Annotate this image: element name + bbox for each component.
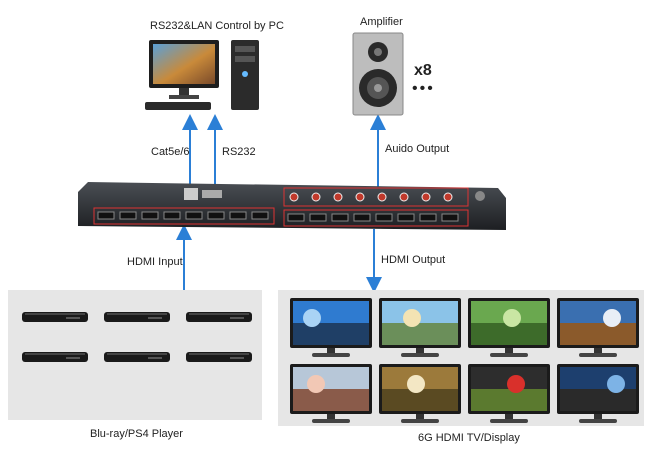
hdmi-output-port-icon (419, 213, 437, 222)
audio-port-icon (333, 192, 343, 202)
tv-display-icon (557, 364, 639, 424)
hdmi-input-label: HDMI Input (127, 256, 183, 268)
bluray-player-icon (104, 350, 170, 364)
tv-display-icon (468, 364, 550, 424)
tv-display-icon (557, 298, 639, 358)
hdmi-input-port-icon (207, 211, 225, 220)
hdmi-input-port-icon (229, 211, 247, 220)
tv-display-icon (290, 298, 372, 358)
pc-caption: RS232&LAN Control by PC (150, 20, 284, 32)
bluray-player-icon (22, 350, 88, 364)
source-panel (8, 290, 262, 420)
hdmi-input-port-icon (185, 211, 203, 220)
hdmi-input-port-icon (163, 211, 181, 220)
amplifier-caption: Amplifier (360, 16, 403, 28)
audio-port-icon (355, 192, 365, 202)
matrix-switcher-icon (78, 178, 506, 236)
tv-display-icon (379, 364, 461, 424)
hdmi-output-port-icon (441, 213, 459, 222)
hdmi-input-port-icon (141, 211, 159, 220)
audio-port-icon (421, 192, 431, 202)
audio-port-icon (443, 192, 453, 202)
amplifier-multiplier: x8 (414, 62, 432, 79)
tv-display-icon (290, 364, 372, 424)
hdmi-output-port-icon (397, 213, 415, 222)
sources-caption: Blu-ray/PS4 Player (90, 428, 183, 440)
hdmi-output-port-icon (287, 213, 305, 222)
hdmi-input-port-icon (119, 211, 137, 220)
audio-output-label: Auido Output (385, 143, 450, 155)
hdmi-output-port-icon (331, 213, 349, 222)
bluray-player-icon (22, 310, 88, 324)
display-panel (278, 290, 644, 426)
hdmi-input-port-icon (97, 211, 115, 220)
desktop-pc-icon (145, 38, 265, 116)
cat-label: Cat5e/6 (151, 146, 190, 158)
bluray-player-icon (186, 310, 252, 324)
hdmi-input-port-icon (251, 211, 269, 220)
hdmi-output-port-icon (309, 213, 327, 222)
tv-display-icon (468, 298, 550, 358)
amplifier-dots: ••• (412, 80, 435, 97)
bluray-player-icon (186, 350, 252, 364)
hdmi-output-port-icon (375, 213, 393, 222)
audio-port-icon (399, 192, 409, 202)
audio-port-icon (289, 192, 299, 202)
tv-display-icon (379, 298, 461, 358)
hdmi-output-label: HDMI Output (381, 254, 446, 266)
hdmi-output-port-icon (353, 213, 371, 222)
displays-caption: 6G HDMI TV/Display (418, 432, 520, 444)
bluray-player-icon (104, 310, 170, 324)
speaker-icon (352, 32, 404, 116)
audio-port-icon (311, 192, 321, 202)
audio-port-icon (377, 192, 387, 202)
rs232-label: RS232 (222, 146, 256, 158)
